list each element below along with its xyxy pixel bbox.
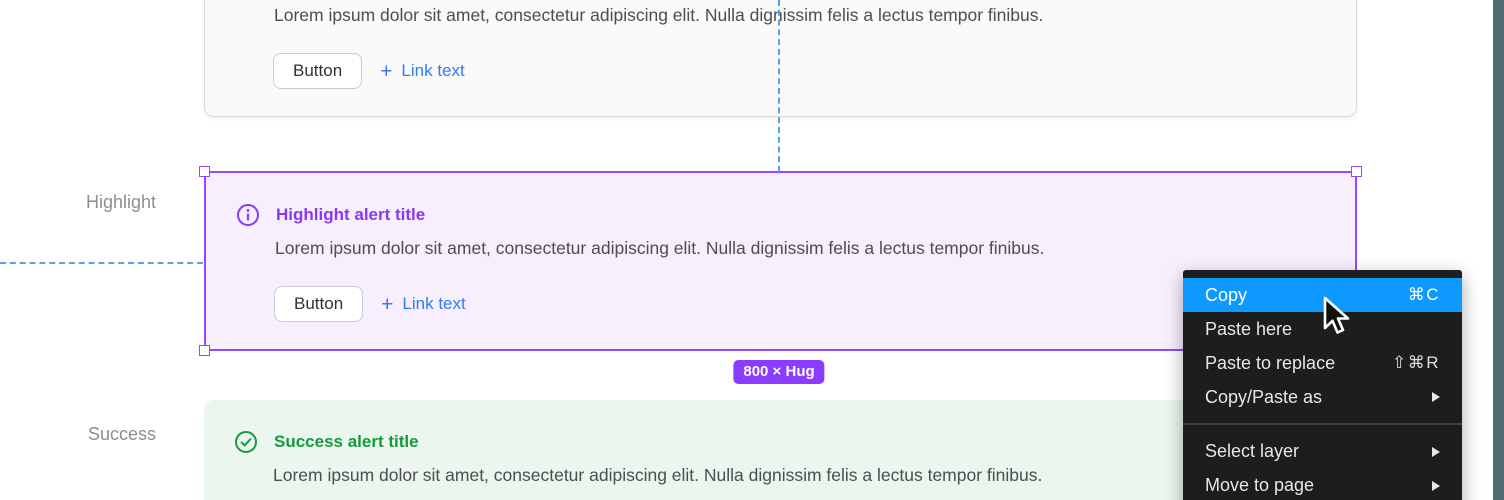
menu-item-label: Move to page	[1205, 475, 1315, 495]
menu-divider	[1183, 423, 1462, 425]
menu-item-label: Copy/Paste as	[1205, 386, 1323, 407]
highlight-alert-body: Lorem ipsum dolor sit amet, consectetur …	[275, 238, 1045, 258]
menu-item-label: Copy	[1205, 284, 1248, 305]
selection-handle-top-left[interactable]	[199, 166, 210, 177]
menu-item-paste-here[interactable]: Paste here	[1183, 312, 1462, 346]
selection-handle-top-right[interactable]	[1351, 166, 1362, 177]
menu-item-label: Paste to replace	[1205, 352, 1336, 373]
highlight-alert-title: Highlight alert title	[276, 205, 426, 224]
submenu-arrow-icon	[1432, 446, 1440, 457]
horizontal-alignment-guide	[0, 262, 203, 264]
submenu-arrow-icon	[1432, 392, 1440, 402]
plus-icon: +	[380, 59, 393, 83]
selection-handle-bottom-left[interactable]	[199, 345, 210, 356]
highlight-alert-link[interactable]: + Link text	[381, 294, 466, 315]
highlight-alert-link-label: Link text	[402, 294, 466, 313]
right-edge-panel	[1493, 0, 1504, 500]
menu-item-shortcut: ⇧⌘R	[1391, 353, 1440, 372]
success-alert-card[interactable]: Success alert title Lorem ipsum dolor si…	[204, 400, 1357, 500]
success-alert-body: Lorem ipsum dolor sit amet, consectetur …	[273, 465, 1043, 485]
menu-item-copy[interactable]: Copy ⌘C	[1183, 278, 1462, 312]
submenu-arrow-icon	[1432, 480, 1440, 491]
highlight-alert-title-row: Highlight alert title	[236, 203, 425, 227]
selection-size-badge: 800 × Hug	[733, 360, 825, 384]
menu-item-move-to-page[interactable]: Move to page	[1183, 469, 1462, 500]
check-circle-icon	[235, 431, 257, 453]
context-menu: Copy ⌘C Paste here Paste to replace ⇧⌘R …	[1183, 270, 1462, 500]
info-icon	[237, 204, 259, 226]
default-alert-button[interactable]: Button	[273, 53, 363, 89]
section-label-highlight[interactable]: Highlight	[85, 192, 156, 212]
default-alert-actions: Button + Link text	[273, 53, 465, 89]
menu-item-paste-to-replace[interactable]: Paste to replace ⇧⌘R	[1183, 346, 1462, 380]
highlight-alert-card-selected[interactable]: Highlight alert title Lorem ipsum dolor …	[199, 166, 1362, 356]
mouse-cursor	[1323, 296, 1350, 334]
menu-item-copy-paste-as[interactable]: Copy/Paste as	[1183, 380, 1462, 414]
default-alert-link[interactable]: + Link text	[380, 61, 465, 82]
menu-item-shortcut: ⌘C	[1407, 285, 1440, 304]
section-label-success[interactable]: Success	[87, 424, 156, 444]
menu-item-label: Paste here	[1205, 318, 1293, 339]
menu-item-label: Select layer	[1205, 441, 1300, 461]
plus-icon: +	[381, 292, 394, 316]
default-alert-body: Lorem ipsum dolor sit amet, consectetur …	[274, 5, 1044, 25]
default-alert-card[interactable]: Lorem ipsum dolor sit amet, consectetur …	[204, 0, 1357, 117]
highlight-alert-actions: Button + Link text	[274, 286, 466, 322]
highlight-alert-button[interactable]: Button	[274, 286, 364, 322]
success-alert-title-row: Success alert title	[234, 430, 419, 454]
default-alert-link-label: Link text	[401, 61, 465, 80]
success-alert-title: Success alert title	[274, 432, 419, 451]
menu-item-select-layer[interactable]: Select layer	[1183, 435, 1462, 469]
vertical-alignment-guide	[778, 0, 780, 172]
